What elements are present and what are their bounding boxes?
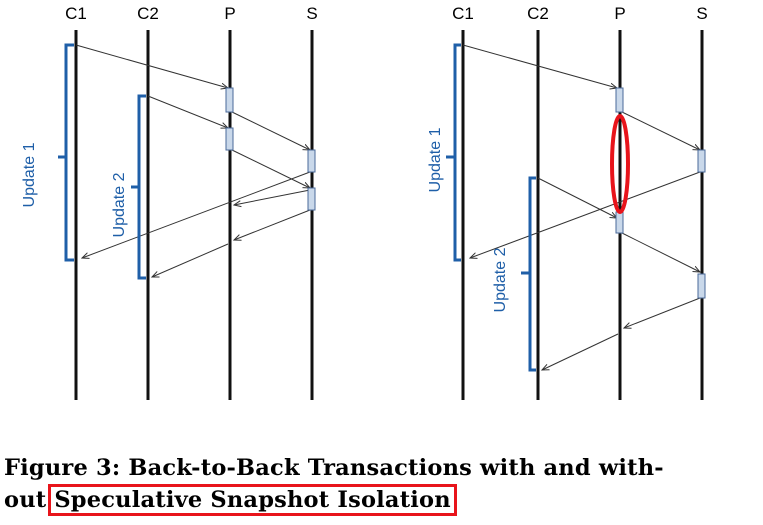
- lane-label-s: S: [696, 4, 707, 23]
- update-1-bracket: [58, 43, 74, 262]
- lane-label-p: P: [224, 4, 235, 23]
- lane-label-c2: C2: [137, 4, 159, 23]
- processing-box: [225, 87, 234, 113]
- update-2-bracket: [131, 94, 146, 280]
- message-arrow: [82, 171, 311, 258]
- caption-highlight: Speculative Snapshot Isolation: [48, 484, 457, 516]
- figure-caption: Figure 3: Back-to-Back Transactions with…: [4, 452, 763, 516]
- lane-label-p: P: [614, 4, 625, 23]
- lane-label-c1: C1: [452, 4, 474, 23]
- caption-line-1: Figure 3: Back-to-Back Transactions with…: [4, 455, 664, 481]
- update-1-label: Update 1: [21, 142, 38, 207]
- processing-box: [615, 211, 624, 234]
- processing-box: [615, 87, 624, 113]
- caption-prefix: out: [4, 487, 47, 513]
- message-arrow: [470, 171, 701, 258]
- processing-box: [307, 187, 316, 211]
- processing-box: [697, 149, 706, 173]
- left-panel: C1 C2 P S Update 1 Update 2: [21, 4, 318, 400]
- message-arrow: [234, 209, 311, 240]
- message-arrow: [537, 177, 617, 218]
- message-arrow: [621, 111, 700, 150]
- update-2-bracket: [521, 176, 536, 372]
- message-arrow: [621, 232, 700, 272]
- message-arrow: [147, 95, 228, 128]
- processing-box: [307, 149, 316, 173]
- update-1-bracket: [446, 43, 461, 262]
- message-arrow: [231, 111, 310, 150]
- processing-box: [225, 127, 234, 151]
- update-2-label: Update 2: [111, 172, 128, 237]
- lane-label-c1: C1: [65, 4, 87, 23]
- processing-box: [697, 273, 706, 299]
- message-arrow: [542, 333, 619, 370]
- update-1-label: Update 1: [427, 127, 444, 192]
- message-arrow: [624, 297, 701, 328]
- message-arrow: [231, 149, 310, 188]
- right-panel: C1 C2 P S Update 1 Update 2: [427, 4, 708, 400]
- message-arrow: [462, 44, 617, 88]
- transaction-diagram: C1 C2 P S Update 1 Update 2 C1 C2 P S: [21, 4, 708, 400]
- message-arrow: [75, 44, 228, 88]
- speculative-overlap-highlight: [610, 114, 630, 214]
- update-2-label: Update 2: [492, 247, 509, 312]
- lane-label-s: S: [306, 4, 317, 23]
- message-arrow: [234, 189, 311, 205]
- message-arrow: [152, 243, 229, 277]
- lane-label-c2: C2: [527, 4, 549, 23]
